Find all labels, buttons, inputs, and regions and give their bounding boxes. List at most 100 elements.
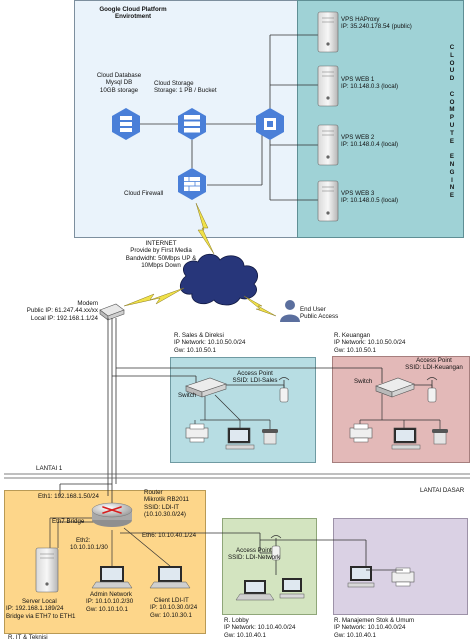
internet-cloud-icon [179, 253, 258, 306]
gcp-connectors [126, 34, 318, 201]
router-eth2-line: Eth2: [76, 537, 91, 544]
compute-engine-letter [446, 83, 458, 91]
sales-switch-icon [185, 377, 227, 398]
admin-network-line: IP: 10.10.10.2/30 [86, 598, 134, 606]
internet-line: 10Mbps Down [141, 262, 181, 270]
vps-haproxy-server-icon [317, 11, 339, 53]
firewall-internet-link-icon [195, 202, 215, 255]
compute-engine-letter: P [449, 114, 455, 122]
end-user-line: End User [300, 306, 326, 313]
vps-ip: IP: 10.148.0.3 (local) [341, 83, 399, 91]
internet-line: Provide by First Media [130, 247, 192, 255]
vps-web2-label: VPS WEB 2 IP: 10.148.0.4 (local) [341, 134, 398, 149]
cloud-database-icon [112, 108, 140, 140]
floor-lantai1-label: LANTAI 1 [36, 465, 63, 472]
manajemen-computer-icon [347, 566, 375, 588]
sales-ap-line: Access Point [237, 370, 273, 377]
compute-engine-letter: N [449, 160, 455, 168]
server-local-line: IP: 192.168.1.189/24 [6, 605, 64, 613]
floor-lantai-dasar-label: LANTAI DASAR [420, 487, 465, 494]
cloud-storage-line: Cloud Storage [154, 80, 194, 87]
admin-network-line: Admin Network [90, 591, 132, 598]
sales-room-line: Gw: 10.10.50.1 [174, 346, 216, 354]
client-ldi-it-line: Client LDI-IT [154, 597, 189, 604]
manajemen-room-label: R. Manajemen Stok & Umum IP Network: 10.… [334, 617, 414, 639]
internet-line: INTERNET [145, 240, 177, 247]
compute-engine-letter: U [449, 67, 455, 75]
sales-phone-icon [262, 429, 278, 445]
keuangan-switch-icon [375, 377, 415, 398]
keuangan-printer-icon [349, 423, 373, 443]
server-local-icon [35, 547, 59, 593]
it-connectors [49, 517, 171, 567]
keuangan-ap-line: Access Point [416, 357, 452, 364]
router-eth1-label: Eth1: 192.168.1.50/24 [38, 493, 99, 500]
vps-name: VPS HAProxy [341, 16, 380, 23]
lan-connectors [59, 318, 383, 575]
floor-separator [4, 473, 470, 479]
compute-engine-letter: N [449, 184, 455, 192]
end-user-label: End User Public Access [300, 306, 338, 321]
compute-engine-letter: O [449, 98, 455, 106]
sales-printer-icon [185, 423, 209, 443]
client-ldi-it-line: Gw: 10.10.30.1 [150, 611, 192, 619]
sales-room-label: R. Sales & Direksi IP Network: 10.10.50.… [174, 332, 245, 354]
sales-room-line: R. Sales & Direksi [174, 332, 224, 339]
modem-line: Public IP: 61.247.44.xx/xx [26, 307, 98, 315]
end-user-line: Public Access [300, 313, 339, 321]
manajemen-printer-icon [391, 567, 415, 587]
lobby-computer-icon [279, 578, 305, 599]
cloud-firewall-icon [178, 168, 206, 200]
admin-network-label: Admin Network IP: 10.10.10.2/30 Gw: 10.1… [86, 591, 133, 613]
cloud-database-line: Mysql DB [105, 79, 133, 87]
keuangan-phone-icon [432, 429, 448, 445]
gcp-title: Google Cloud Platform Envirotment [78, 6, 188, 21]
compute-engine-icon [256, 108, 284, 140]
vps-name: VPS WEB 2 [341, 134, 375, 141]
router-eth2-line: 10.10.10.1/30 [70, 544, 108, 552]
vps-web1-label: VPS WEB 1 IP: 10.148.0.3 (local) [341, 76, 398, 91]
modem-icon [99, 303, 125, 321]
cloud-storage-line: Storage: 1 PB / Bucket [154, 87, 217, 95]
keuangan-access-point-icon [426, 377, 438, 403]
enduser-internet-link-icon [243, 295, 277, 317]
vps-name: VPS WEB 3 [341, 190, 375, 197]
vps-ip: IP: 10.148.0.5 (local) [341, 197, 399, 205]
lobby-room-line: Gw: 10.10.40.1 [224, 631, 266, 639]
gcp-title-line2: Envirotment [114, 13, 152, 21]
vps-haproxy-label: VPS HAProxy IP: 35.240.178.54 (public) [341, 16, 412, 31]
manajemen-room-line: IP Network: 10.10.40.0/24 [334, 624, 406, 632]
modem-internet-link-icon [123, 287, 185, 307]
compute-engine-letter: G [449, 168, 455, 176]
router-eth6-label: Eth6: 10.10.40.1/24 [142, 532, 197, 539]
client-ldi-it-label: Client LDI-IT IP: 10.10.30.0/24 Gw: 10.1… [150, 597, 197, 619]
router-line: (10.10.30.0/24) [144, 511, 186, 519]
server-local-label: Server Local IP: 192.168.1.189/24 Bridge… [6, 598, 75, 620]
lobby-ap-line: Access Point [236, 547, 272, 554]
keuangan-computer-icon [391, 427, 421, 450]
router-line: SSID: LDI-IT [144, 503, 180, 511]
keuangan-ap-line: SSID: LDI-Keuangan [405, 364, 463, 372]
sales-switch-label: Switch [178, 392, 197, 399]
manajemen-room-line: R. Manajemen Stok & Umum [334, 617, 415, 624]
compute-engine-letter: L [450, 51, 454, 59]
cloud-firewall-label: Cloud Firewall [124, 190, 164, 197]
router-icon [91, 502, 133, 527]
compute-engine-letter: E [449, 137, 455, 145]
compute-engine-letter: E [449, 192, 455, 200]
server-local-line: Bridge via ETH7 to ETH1 [6, 612, 76, 620]
client-ldi-it-line: IP: 10.10.30.0/24 [150, 604, 198, 612]
lobby-ap-line: SSID: LDI-Network [228, 554, 281, 562]
sales-ap-line: SSID: LDI-Sales [232, 377, 278, 385]
keuangan-ap-label: Access Point SSID: LDI-Keuangan [398, 357, 470, 372]
admin-network-line: Gw: 10.10.10.1 [86, 605, 128, 613]
cloud-database-line: 10GB storage [99, 86, 139, 94]
compute-engine-letter: C [449, 90, 455, 98]
vps-name: VPS WEB 1 [341, 76, 375, 83]
lobby-laptop-icon [235, 580, 275, 601]
keuangan-room-line: R. Keuangan [334, 332, 371, 339]
lobby-access-point-icon [270, 535, 282, 561]
client-ldi-it-laptop-icon [149, 566, 191, 589]
